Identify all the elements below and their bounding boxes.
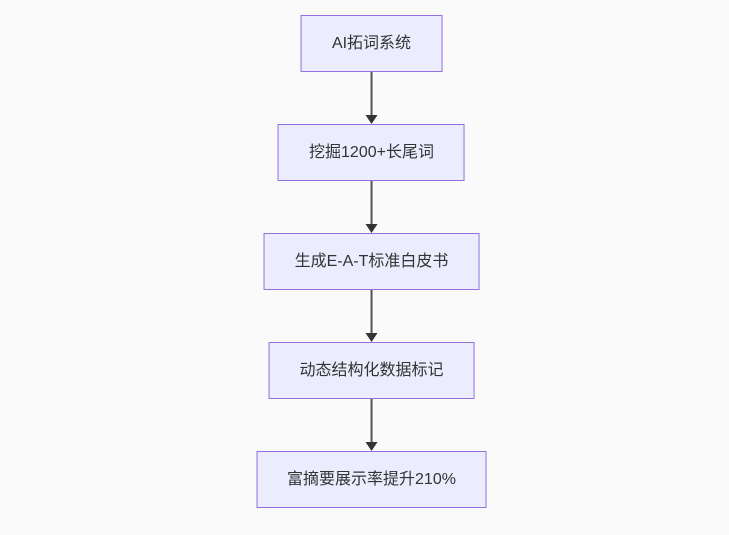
- edge-line: [370, 72, 373, 115]
- flow-node-2: 挖掘1200+长尾词: [278, 124, 465, 181]
- arrowhead-down-icon: [365, 333, 378, 342]
- flow-node-3: 生成E-A-T标准白皮书: [263, 233, 480, 290]
- flow-node-5: 富摘要展示率提升210%: [256, 451, 487, 508]
- edge-line: [370, 399, 373, 442]
- edge-arrow-2: [365, 181, 379, 233]
- edge-line: [370, 290, 373, 333]
- flowchart-column: AI拓词系统 挖掘1200+长尾词 生成E-A-T标准白皮书 动态结构化数据标记…: [256, 15, 487, 508]
- arrowhead-down-icon: [365, 115, 378, 124]
- edge-arrow-3: [365, 290, 379, 342]
- edge-arrow-1: [365, 72, 379, 124]
- flow-node-1: AI拓词系统: [300, 15, 443, 72]
- flow-node-4: 动态结构化数据标记: [268, 342, 475, 399]
- edge-line: [370, 181, 373, 224]
- edge-arrow-4: [365, 399, 379, 451]
- arrowhead-down-icon: [365, 224, 378, 233]
- arrowhead-down-icon: [365, 442, 378, 451]
